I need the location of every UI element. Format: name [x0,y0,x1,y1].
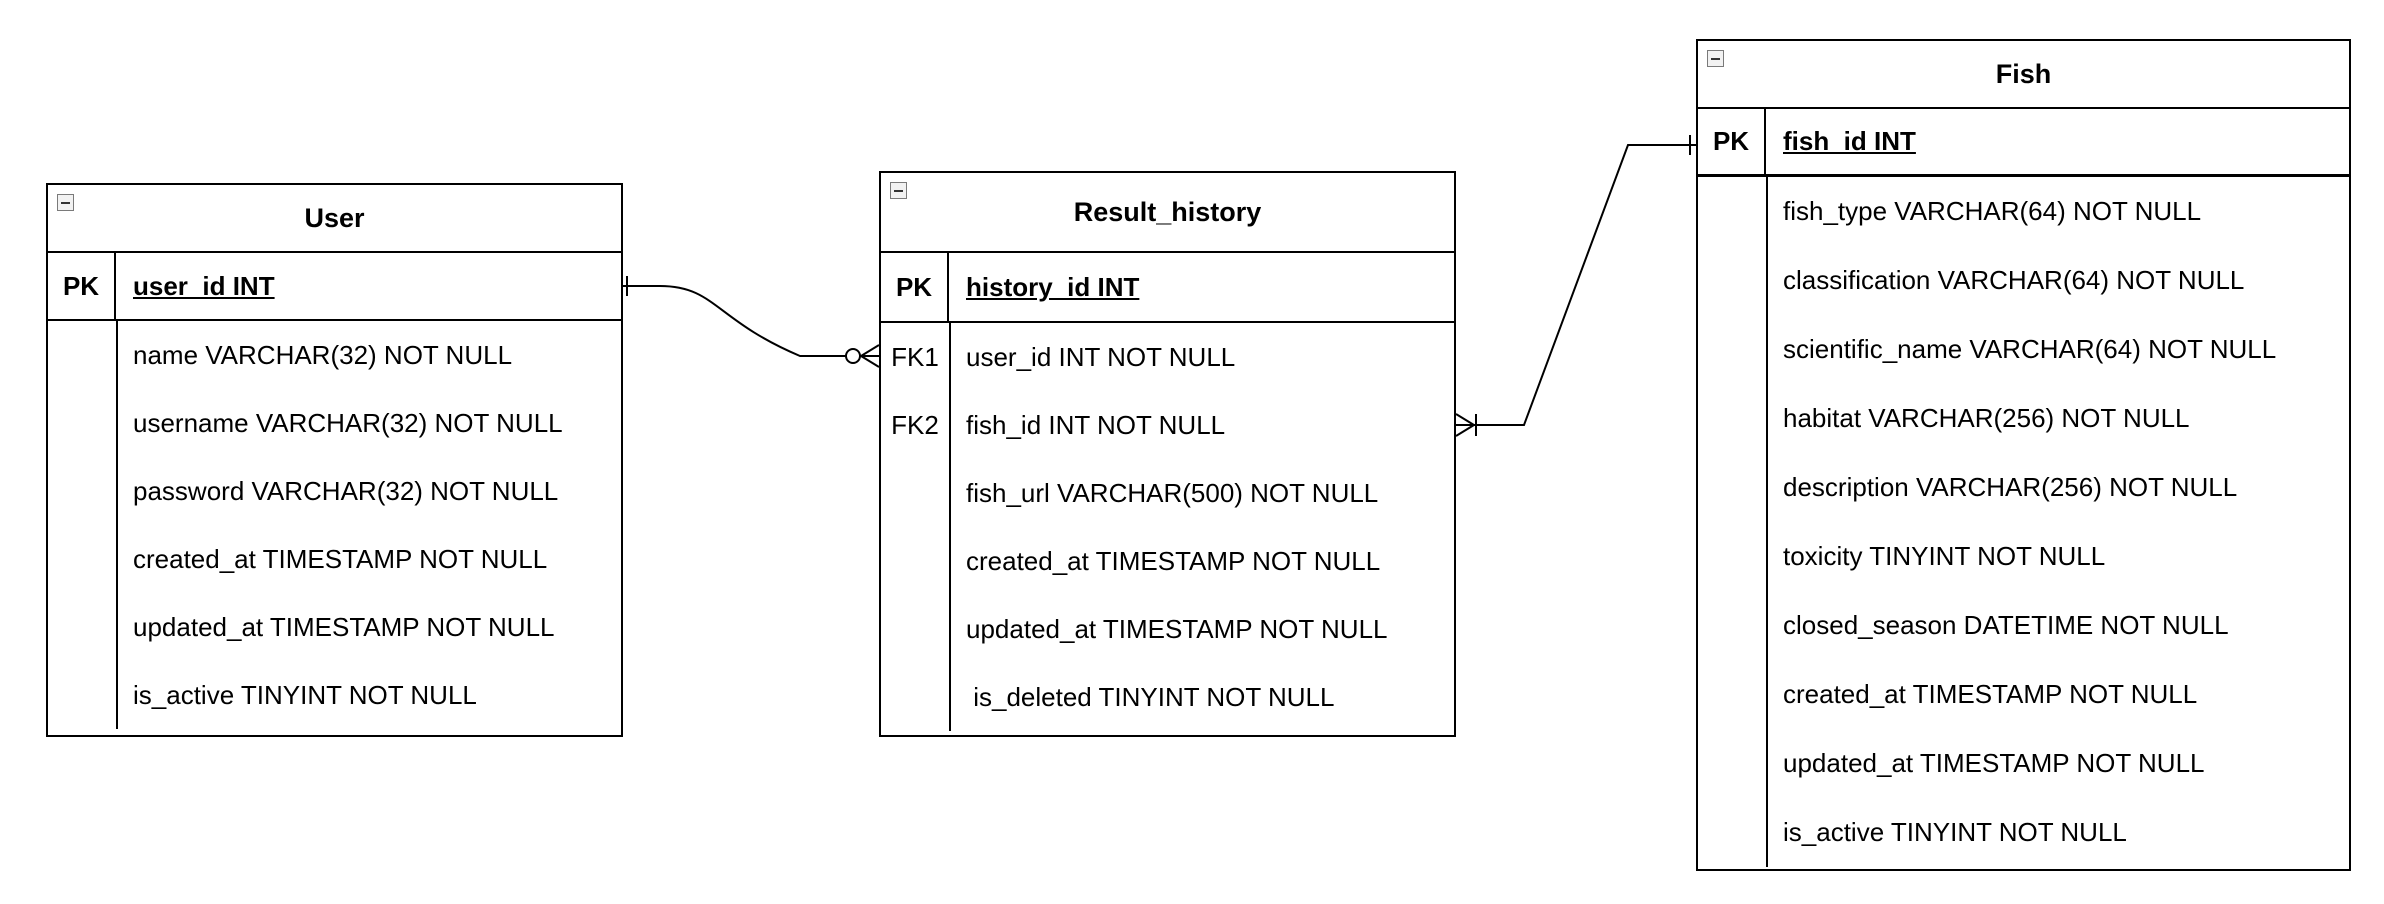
primary-key-row[interactable]: PK fish_id INT [1698,109,2349,177]
entity-fish[interactable]: Fish PK fish_id INT fish_type VARCHAR(64… [1696,39,2351,871]
attribute-row[interactable]: closed_season DATETIME NOT NULL [1698,591,2349,660]
entity-header: Fish [1698,41,2349,109]
attribute-field: fish_url VARCHAR(500) NOT NULL [966,477,1379,508]
attribute-row[interactable]: updated_at TIMESTAMP NOT NULL [881,595,1454,663]
attribute-field: user_id INT NOT NULL [966,341,1236,372]
minus-square-icon[interactable] [1707,50,1724,67]
attribute-field: classification VARCHAR(64) NOT NULL [1783,265,2245,295]
entity-title: Result_history [1073,196,1262,227]
key-label [881,595,949,663]
attribute-list: name VARCHAR(32) NOT NULL username VARCH… [48,321,621,729]
key-label [48,593,116,661]
attribute-field: is_active TINYINT NOT NULL [133,679,477,710]
attribute-row[interactable]: fish_type VARCHAR(64) NOT NULL [1698,177,2349,246]
crows-foot-marker [1455,413,1476,437]
primary-key-field: fish_id INT [1783,126,1916,156]
attribute-row[interactable]: FK1 user_id INT NOT NULL [881,323,1454,391]
key-label [1698,315,1766,384]
key-label [1698,591,1766,660]
foreign-key-label: FK1 [891,341,939,372]
attribute-field: is_active TINYINT NOT NULL [1783,817,2127,847]
attribute-field: created_at TIMESTAMP NOT NULL [966,545,1381,576]
key-label [48,661,116,729]
attribute-field: toxicity TINYINT NOT NULL [1783,541,2106,571]
connector-line [1456,144,1696,426]
crows-foot-marker [859,344,880,368]
attribute-row[interactable]: fish_url VARCHAR(500) NOT NULL [881,459,1454,527]
key-label [48,457,116,525]
attribute-list: fish_type VARCHAR(64) NOT NULL classific… [1698,177,2349,867]
key-label [48,321,116,389]
key-label [48,389,116,457]
relationship-user-result-history[interactable] [623,276,880,368]
key-label: PK [881,253,949,321]
attribute-row[interactable]: is_active TINYINT NOT NULL [1698,798,2349,867]
attribute-row[interactable]: password VARCHAR(32) NOT NULL [48,457,621,525]
entity-title: Fish [1995,58,2052,89]
primary-key-row[interactable]: PK user_id INT [48,253,621,321]
attribute-field: fish_type VARCHAR(64) NOT NULL [1783,196,2202,226]
attribute-field: username VARCHAR(32) NOT NULL [133,407,563,438]
attribute-field: scientific_name VARCHAR(64) NOT NULL [1783,334,2277,364]
attribute-field: fish_id INT NOT NULL [966,409,1226,440]
attribute-field: updated_at TIMESTAMP NOT NULL [133,611,555,642]
attribute-field: is_deleted TINYINT NOT NULL [966,681,1335,712]
key-label [881,527,949,595]
attribute-field: description VARCHAR(256) NOT NULL [1783,472,2238,502]
attribute-list: FK1 user_id INT NOT NULL FK2 fish_id INT N… [881,323,1454,731]
key-label [48,525,116,593]
primary-key-row[interactable]: PK history_id INT [881,253,1454,323]
attribute-field: created_at TIMESTAMP NOT NULL [133,543,548,574]
attribute-row[interactable]: name VARCHAR(32) NOT NULL [48,321,621,389]
attribute-field: updated_at TIMESTAMP NOT NULL [966,613,1388,644]
zero-marker [845,348,861,364]
key-label: PK [1698,109,1766,174]
attribute-row[interactable]: description VARCHAR(256) NOT NULL [1698,453,2349,522]
attribute-row[interactable]: is_deleted TINYINT NOT NULL [881,663,1454,731]
entity-header: User [48,185,621,253]
entity-title: User [304,202,365,233]
attribute-row[interactable]: FK2 fish_id INT NOT NULL [881,391,1454,459]
entity-result-history[interactable]: Result_history PK history_id INT FK1 user… [879,171,1456,737]
attribute-row[interactable]: updated_at TIMESTAMP NOT NULL [1698,729,2349,798]
entity-user[interactable]: User PK user_id INT name VARCHAR(32) NOT… [46,183,623,737]
key-label [1698,660,1766,729]
attribute-row[interactable]: scientific_name VARCHAR(64) NOT NULL [1698,315,2349,384]
attribute-row[interactable]: created_at TIMESTAMP NOT NULL [48,525,621,593]
attribute-row[interactable]: created_at TIMESTAMP NOT NULL [881,527,1454,595]
connector-line [623,285,879,357]
foreign-key-label: FK2 [891,409,939,440]
attribute-field: closed_season DATETIME NOT NULL [1783,610,2229,640]
key-label [1698,177,1766,246]
key-label: PK [48,253,116,319]
primary-key-field: user_id INT [133,270,275,301]
attribute-field: password VARCHAR(32) NOT NULL [133,475,559,506]
attribute-field: created_at TIMESTAMP NOT NULL [1783,679,2198,709]
attribute-row[interactable]: username VARCHAR(32) NOT NULL [48,389,621,457]
key-label [1698,246,1766,315]
minus-square-icon[interactable] [57,194,74,211]
attribute-field: name VARCHAR(32) NOT NULL [133,339,513,370]
primary-key-field: history_id INT [966,271,1140,302]
key-label [881,663,949,731]
key-label [1698,729,1766,798]
entity-header: Result_history [881,173,1454,253]
attribute-field: habitat VARCHAR(256) NOT NULL [1783,403,2190,433]
key-label [1698,453,1766,522]
key-label [1698,798,1766,867]
attribute-row[interactable]: is_active TINYINT NOT NULL [48,661,621,729]
key-label [1698,384,1766,453]
attribute-row[interactable]: habitat VARCHAR(256) NOT NULL [1698,384,2349,453]
relationship-fish-result-history[interactable] [1455,135,1696,437]
key-label [1698,522,1766,591]
attribute-row[interactable]: toxicity TINYINT NOT NULL [1698,522,2349,591]
minus-square-icon[interactable] [890,182,907,199]
key-label [881,459,949,527]
attribute-row[interactable]: classification VARCHAR(64) NOT NULL [1698,246,2349,315]
attribute-row[interactable]: updated_at TIMESTAMP NOT NULL [48,593,621,661]
attribute-field: updated_at TIMESTAMP NOT NULL [1783,748,2205,778]
attribute-row[interactable]: created_at TIMESTAMP NOT NULL [1698,660,2349,729]
